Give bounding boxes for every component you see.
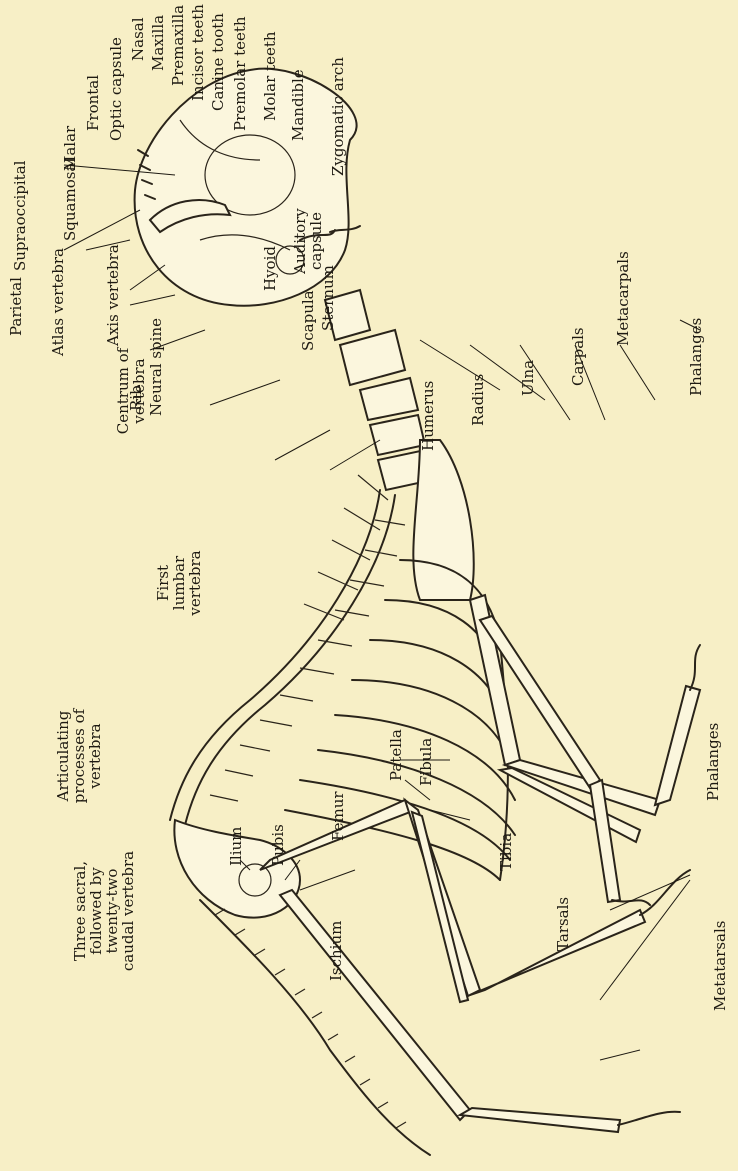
label-phalanges-hind: Phalanges xyxy=(705,723,721,801)
label-tibia: Tibia xyxy=(498,833,514,871)
label-phalanges-fore: Phalanges xyxy=(688,318,704,396)
label-pubis: Pubis xyxy=(270,824,286,866)
label-neural-spine: Neural spine xyxy=(148,318,164,416)
label-axis-vertebra: Axis vertebra xyxy=(105,244,121,346)
label-malar: Malar xyxy=(62,126,78,171)
label-optic-capsule: Optic capsule xyxy=(108,37,124,141)
label-radius: Radius xyxy=(470,374,486,426)
label-hyoid: Hyoid xyxy=(262,246,278,291)
label-rib: Rib xyxy=(128,385,144,411)
label-parietal: Parietal xyxy=(8,277,24,336)
label-frontal: Frontal xyxy=(85,75,101,131)
label-tarsals: Tarsals xyxy=(555,897,571,951)
label-zygomatic-arch: Zygomatic arch xyxy=(330,57,346,176)
label-fibula: Fibula xyxy=(418,738,434,786)
label-sternum: Sternum xyxy=(320,265,336,331)
label-nasal: Nasal xyxy=(130,17,146,61)
label-metacarpals: Metacarpals xyxy=(615,251,631,346)
label-maxilla: Maxilla xyxy=(150,15,166,71)
label-ischium: Ischium xyxy=(328,921,344,981)
label-canine-tooth: Canine tooth xyxy=(210,13,226,111)
label-scapula: Scapula xyxy=(300,290,316,351)
label-metatarsals: Metatarsals xyxy=(712,921,728,1011)
label-ulna: Ulna xyxy=(520,360,536,396)
label-patella: Patella xyxy=(388,729,404,781)
label-premaxilla: Premaxilla xyxy=(170,5,186,86)
label-humerus: Humerus xyxy=(420,381,436,451)
label-articulating: Articulating processes of vertebra xyxy=(55,696,103,816)
label-mandible: Mandible xyxy=(290,69,306,141)
label-atlas-vertebra: Atlas vertebra xyxy=(50,248,66,356)
label-ilium: Ilium xyxy=(228,827,244,866)
label-sacral-caudal: Three sacral, followed by twenty-two cau… xyxy=(72,846,136,976)
label-molar-teeth: Molar teeth xyxy=(262,31,278,121)
label-carpals: Carpals xyxy=(570,327,586,386)
label-supraoccipital: Supraoccipital xyxy=(12,161,28,271)
label-femur: Femur xyxy=(330,791,346,841)
label-first-lumbar: First lumbar vertebra xyxy=(155,543,203,623)
label-premolar-teeth: Premolar teeth xyxy=(232,16,248,131)
label-incisor-teeth: Incisor teeth xyxy=(190,4,206,101)
